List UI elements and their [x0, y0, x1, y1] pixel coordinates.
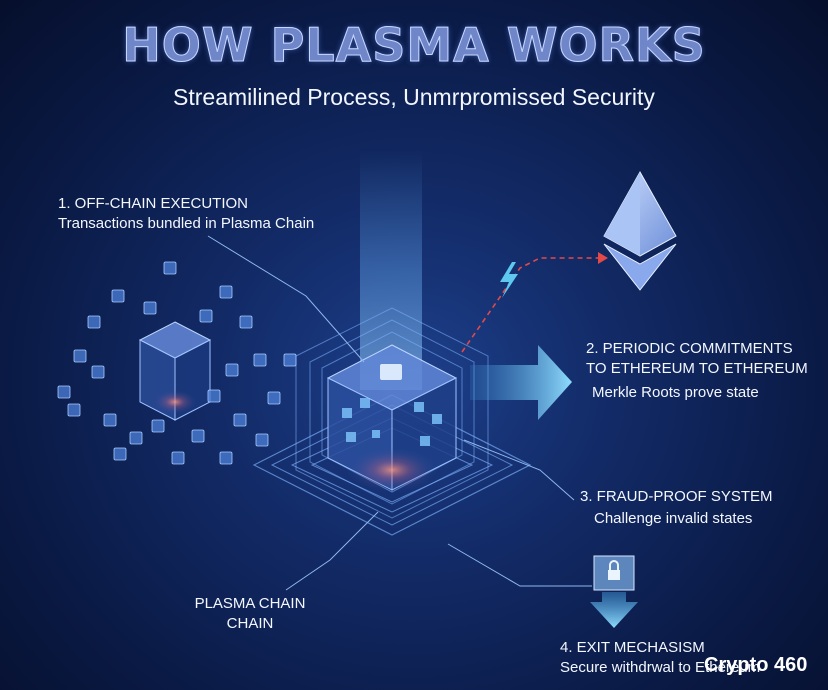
- step-2-title-line2: TO ETHEREUM TO ETHEREUM: [586, 360, 808, 377]
- small-cube: [111, 289, 125, 303]
- step-4-title: 4. EXIT MECHASISM: [560, 639, 705, 656]
- small-cube: [73, 349, 87, 363]
- small-cube: [283, 353, 297, 367]
- step-4-desc: Secure withdrwal to Ethereum: [560, 659, 761, 676]
- padlock-icon: [593, 555, 635, 591]
- lightning-icon: [500, 262, 518, 298]
- small-cube: [267, 391, 281, 405]
- small-cube: [253, 353, 267, 367]
- small-cube: [129, 431, 143, 445]
- small-cube: [199, 309, 213, 323]
- small-cube: [143, 301, 157, 315]
- commit-arrowhead: [598, 252, 608, 264]
- step-2-title-line1: 2. PERIODIC COMMITMENTS: [586, 340, 793, 357]
- step-3: 3. FRAUD-PROOF SYSTEM Challenge invalid …: [580, 487, 773, 529]
- small-cube: [255, 433, 269, 447]
- small-cube: [163, 261, 177, 275]
- small-cube: [57, 385, 71, 399]
- page-title: HOW PLASMA WORKS: [122, 18, 706, 73]
- plasma-chain-label: PLASMA CHAIN CHAIN: [190, 594, 310, 634]
- arrow-right-icon: [470, 345, 572, 420]
- small-cube: [171, 451, 185, 465]
- small-cube: [67, 403, 81, 417]
- small-cube: [191, 429, 205, 443]
- plasma-chain-label-line1: PLASMA CHAIN: [194, 595, 306, 612]
- step-3-title: 3. FRAUD-PROOF SYSTEM: [580, 488, 773, 505]
- step-3-desc: Challenge invalid states: [594, 510, 753, 527]
- commit-dashed-line: [461, 257, 598, 353]
- small-cube: [87, 315, 101, 329]
- plasma-chain-label-line2: CHAIN: [226, 615, 274, 632]
- step-1-title: 1. OFF-CHAIN EXECUTION: [58, 195, 249, 212]
- step-1-desc: Transactions bundled in Plasma Chain: [58, 215, 315, 232]
- ethereum-icon: [603, 170, 677, 291]
- page-subtitle: Streamilined Process, Unmrpromissed Secu…: [173, 84, 655, 110]
- small-cube: [225, 363, 239, 377]
- small-cube: [91, 365, 105, 379]
- small-cubes: [57, 261, 297, 465]
- small-cube: [207, 389, 221, 403]
- step-4: 4. EXIT MECHASISM Secure withdrwal to Et…: [560, 638, 760, 678]
- step-2: 2. PERIODIC COMMITMENTS TO ETHEREUM TO E…: [586, 339, 822, 403]
- small-cube: [219, 285, 233, 299]
- frame-rings: [295, 307, 489, 519]
- small-cube: [233, 413, 247, 427]
- small-cube: [239, 315, 253, 329]
- step-2-desc: Merkle Roots prove state: [592, 384, 759, 401]
- left-cube-cluster: [138, 321, 212, 421]
- central-cube: [326, 344, 458, 492]
- small-cube: [103, 413, 117, 427]
- small-cube: [113, 447, 127, 461]
- small-cube: [219, 451, 233, 465]
- connector-lines: [207, 235, 592, 591]
- small-cube: [151, 419, 165, 433]
- watermark: Crypto 460: [704, 654, 808, 676]
- arrow-down-icon: [590, 592, 638, 628]
- step-1: 1. OFF-CHAIN EXECUTION Transactions bund…: [58, 194, 314, 234]
